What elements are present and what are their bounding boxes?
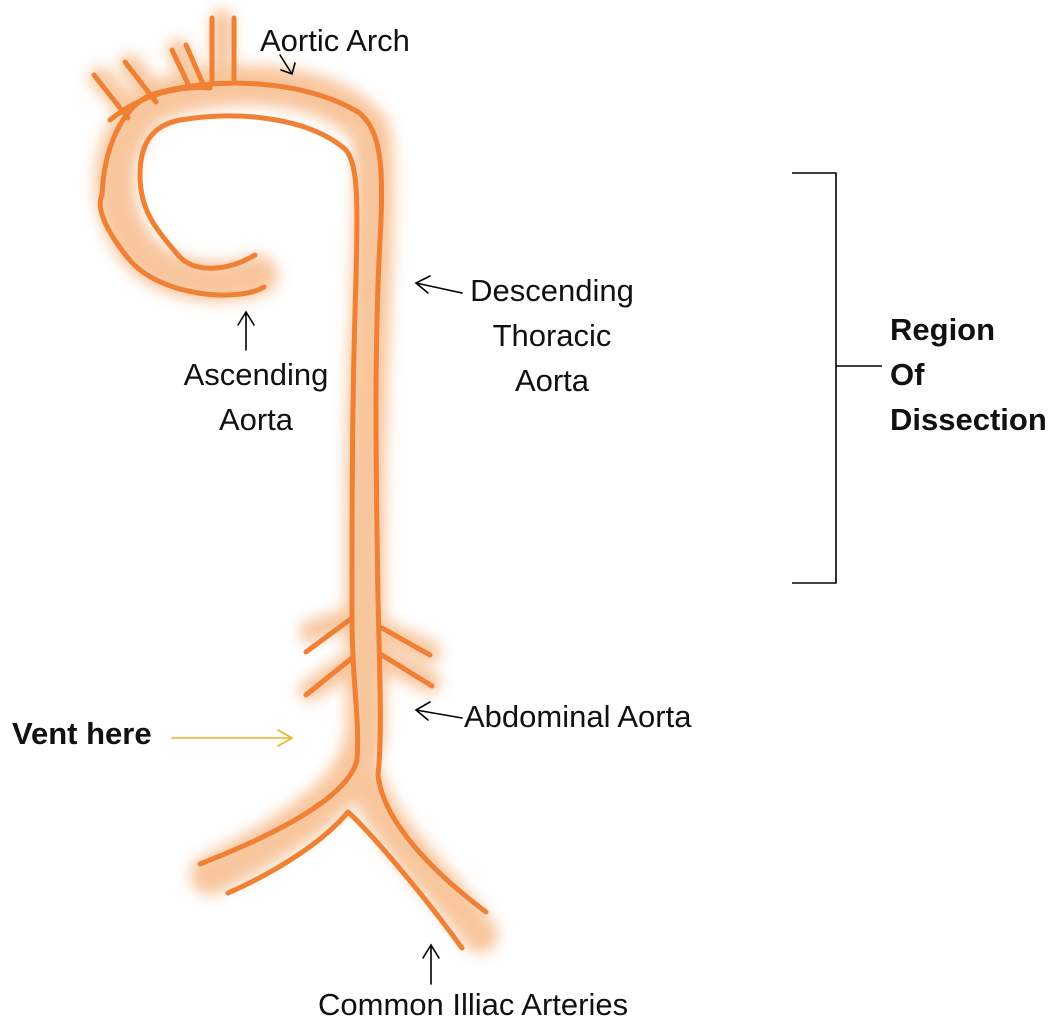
vessel-glow-main <box>115 85 374 875</box>
descending-aorta-arrow <box>416 276 462 293</box>
ascending-aorta-label: Ascending Aorta <box>170 352 342 442</box>
region-line-1: Region <box>890 307 1047 352</box>
ascending-aorta-line-2: Aorta <box>170 397 342 442</box>
region-line-2: Of <box>890 352 1047 397</box>
vent-here-label: Vent here <box>12 711 152 756</box>
descending-aorta-line-2: Thoracic <box>462 313 642 358</box>
aorta-glow <box>100 20 480 935</box>
vent-here-arrow <box>172 730 292 746</box>
ascending-aorta-line-1: Ascending <box>170 352 342 397</box>
abdominal-aorta-label: Abdominal Aorta <box>464 694 691 739</box>
aortic-arch-label: Aortic Arch <box>260 18 410 63</box>
common-iliac-arrow <box>423 945 439 984</box>
abdominal-aorta-arrow <box>416 702 462 720</box>
descending-aorta-line-3: Aorta <box>462 358 642 403</box>
common-iliac-label: Common Illiac Arteries <box>318 982 628 1027</box>
region-bracket <box>792 173 882 583</box>
ascending-aorta-arrow <box>238 312 254 350</box>
aorta-inner-wall <box>140 116 358 864</box>
aorta-outer-wall <box>100 83 486 912</box>
descending-aorta-line-1: Descending <box>462 268 642 313</box>
region-of-dissection-label: Region Of Dissection <box>890 307 1047 442</box>
region-line-3: Dissection <box>890 397 1047 442</box>
descending-aorta-label: Descending Thoracic Aorta <box>462 268 642 403</box>
